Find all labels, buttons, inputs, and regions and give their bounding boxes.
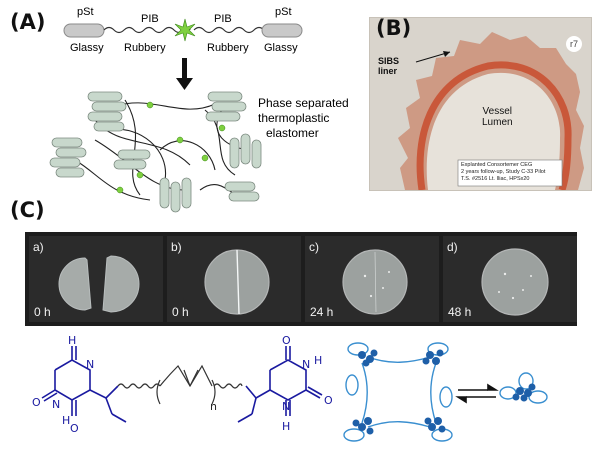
n-atom-left-bottom: N (52, 398, 60, 411)
rubbery-left-label: Rubbery (124, 42, 166, 54)
h-atom-left-bottom: H (62, 414, 70, 427)
repeat-n-label: n (210, 400, 217, 413)
photo-d-time: 48 h (448, 305, 472, 319)
pib-right-label: PIB (214, 13, 232, 25)
sibs-liner-label: SIBS liner (378, 56, 399, 76)
lumen-label-line1: Vessel (482, 106, 513, 117)
photo-d: d) 48 h (443, 236, 577, 322)
photo-c-time: 24 h (310, 305, 334, 319)
healing-disc-24h (342, 249, 408, 315)
pst-right-label: pSt (275, 6, 292, 18)
glassy-domain (49, 137, 87, 178)
panel-a-diagram: pSt PIB PIB pSt Glassy Rubbery Rubbery G… (49, 6, 349, 213)
down-arrow-icon (176, 58, 193, 90)
pib-left-label: PIB (141, 13, 159, 25)
corner-mark: r7 (566, 36, 582, 52)
photo-a-tag: a) (33, 240, 44, 254)
supramolecular-network (343, 342, 548, 442)
photo-a: a) 0 h (29, 236, 163, 322)
photo-d-tag: d) (447, 240, 458, 254)
crosslink-star-icon (174, 18, 196, 42)
note-line3: T.S. #2516 Lt. Iliac, HPSx20 (461, 176, 530, 182)
rubbery-right-label: Rubbery (207, 42, 249, 54)
n-atom-right-bottom: N (282, 400, 290, 413)
photo-b-time: 0 h (172, 305, 189, 319)
panel-a-label: (A) (10, 10, 46, 34)
o-atom-left: O (32, 396, 41, 409)
photo-b: b) 0 h (167, 236, 301, 322)
sibs-label-line1: SIBS (378, 56, 400, 66)
lumen-label-line2: Lumen (482, 117, 513, 128)
h-atom-right-bottom: H (282, 420, 290, 433)
glassy-domain (229, 133, 262, 169)
healing-photo-strip: a) 0 h b) 0 h c) 24 h d) 48 h (25, 232, 577, 326)
glassy-domain (159, 177, 192, 213)
panel-c-label: (C) (10, 198, 45, 222)
caption-line2: thermoplastic (258, 111, 329, 125)
vessel-section (398, 32, 584, 190)
glassy-right-label: Glassy (264, 42, 298, 54)
photo-c-tag: c) (309, 240, 319, 254)
glassy-domain (224, 181, 260, 202)
n-atom-left-top: N (86, 358, 94, 371)
h-atom-right-top: H (314, 354, 322, 367)
o-atom-left-bottom: O (70, 422, 79, 435)
equilibrium-arrows-icon (455, 383, 499, 404)
h-atom-left-top: H (68, 334, 76, 347)
photo-b-tag: b) (171, 240, 182, 254)
glassy-domain (87, 91, 127, 132)
vessel-lumen-label: Vessel Lumen (482, 106, 513, 128)
pst-left-label: pSt (77, 6, 94, 18)
photo-a-time: 0 h (34, 305, 51, 319)
note-line1: Explanted Consortemer CEG (461, 162, 533, 168)
o-atom-right: O (324, 394, 333, 407)
note-line2: 2 years follow-up, Study C-33 Pilot (461, 169, 546, 175)
caption-line1: Phase separated (258, 96, 349, 110)
glassy-left-label: Glassy (70, 42, 104, 54)
histology-image: (B) r7 SIBS liner Vessel Lumen Explanted… (369, 17, 592, 191)
healed-disc-48h (481, 248, 549, 316)
o-atom-right-top: O (282, 334, 291, 347)
panel-b-label: (B) (376, 17, 412, 40)
photo-c: c) 24 h (305, 236, 439, 322)
cut-disc (58, 255, 140, 313)
rejoined-disc (204, 249, 270, 315)
glassy-domain (205, 91, 247, 122)
caption-line3: elastomer (266, 126, 319, 140)
n-atom-right-top: N (302, 358, 310, 371)
barbiturate-polymer-structure: n N H O H N O O N H O N H (32, 334, 333, 435)
sibs-label-line2: liner (378, 66, 398, 76)
triblock-chain (63, 18, 303, 42)
glassy-domain (113, 149, 151, 170)
specimen-note: Explanted Consortemer CEG 2 years follow… (461, 162, 545, 183)
elastomer-network (49, 91, 262, 213)
